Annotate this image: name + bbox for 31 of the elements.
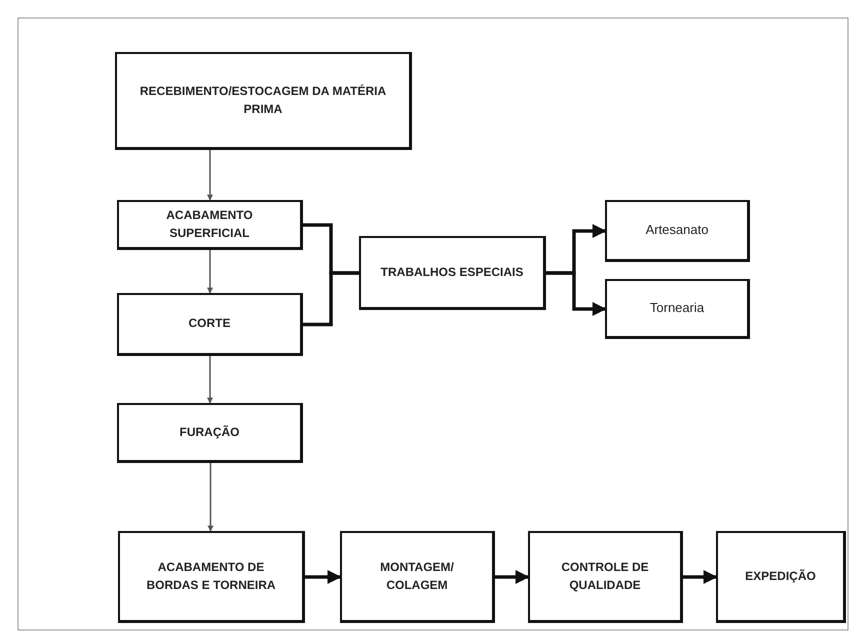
arrow xyxy=(546,271,606,316)
box-label: ACABAMENTO SUPERFICIAL xyxy=(165,207,254,242)
arrow xyxy=(207,150,213,201)
box-label: TRABALHOS ESPECIAIS xyxy=(380,264,524,281)
arrow xyxy=(208,463,214,532)
process-box xyxy=(117,403,303,463)
process-box xyxy=(605,200,750,262)
process-box xyxy=(359,236,546,310)
process-box xyxy=(118,531,305,623)
connector-line xyxy=(303,271,359,326)
box-label: Artesanato xyxy=(646,221,708,240)
arrow xyxy=(207,356,213,404)
box-label: FURAÇÃO xyxy=(180,424,240,441)
box-label: ACABAMENTO DE BORDAS E TORNEIRA xyxy=(145,559,277,594)
arrow xyxy=(683,570,718,584)
process-box xyxy=(716,531,846,623)
process-box xyxy=(117,200,303,250)
process-box xyxy=(117,293,303,356)
process-box xyxy=(528,531,683,623)
box-label: RECEBIMENTO/ESTOCAGEM DA MATÉRIA PRIMA xyxy=(138,83,388,118)
box-label: MONTAGEM/ COLAGEM xyxy=(379,559,455,594)
arrow xyxy=(305,570,342,584)
arrow xyxy=(495,570,530,584)
process-box xyxy=(115,52,412,150)
box-label: EXPEDIÇÃO xyxy=(745,568,816,585)
box-label: Tornearia xyxy=(650,299,704,318)
arrow xyxy=(207,250,213,294)
box-label: CONTROLE DE QUALIDADE xyxy=(560,559,650,594)
box-label: CORTE xyxy=(188,315,230,332)
process-box xyxy=(340,531,495,623)
process-box xyxy=(605,279,750,339)
